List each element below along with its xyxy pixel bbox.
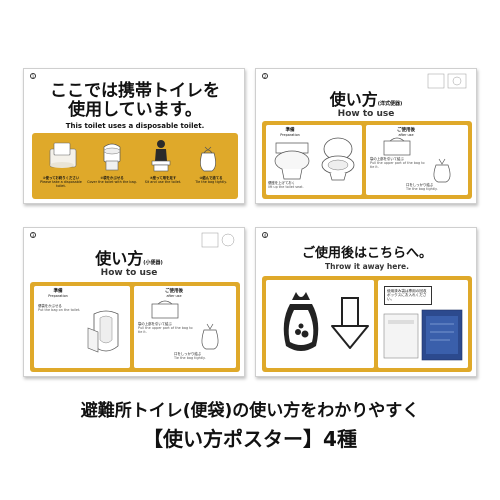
collection-box-illustration: [383, 309, 463, 361]
poster-number: 2: [262, 73, 268, 79]
bag-tie-illustration: [383, 137, 411, 156]
after-panel: [366, 125, 468, 195]
seated-person-illustration: [151, 140, 171, 172]
box-note: 使用済み袋は専用の回収ボックスにお入れください。: [384, 286, 432, 305]
toilet-bag-illustration: [103, 143, 121, 171]
poster-4: 4 ご使用後はこちらへ。 Throw it away here. 使用済み袋は専…: [255, 227, 477, 377]
arrow-down-icon: [331, 297, 369, 349]
tied-bag-illustration: [200, 146, 216, 172]
bag-tie-illustration: [151, 300, 179, 319]
poster-1: 1 ここでは携帯トイレを 使用しています。 This toilet uses a…: [23, 68, 245, 204]
after-panel: [134, 286, 236, 368]
urinal-illustration: [87, 310, 119, 353]
caption-line-2: 【使い方ポスター】4種: [143, 427, 357, 451]
poster-4-title: ご使用後はこちらへ。: [301, 246, 432, 261]
poster-number: 3: [30, 232, 36, 238]
poster-1-header: 1: [30, 73, 38, 79]
poster-2-header: 2: [262, 73, 270, 79]
western-toilet-illustration: [274, 142, 310, 180]
poster-number: 1: [30, 73, 36, 79]
poster-2-title: 使い方(洋式便器): [329, 90, 403, 109]
poster-1-subtitle: This toilet uses a disposable toilet.: [65, 122, 205, 130]
poster-1-title-line1: ここでは携帯トイレを: [50, 81, 220, 101]
product-package-icon: [427, 73, 467, 89]
toilet-roll-illustration: [49, 142, 77, 168]
poster-4-subtitle: Throw it away here.: [325, 262, 409, 271]
toilet-seat-up-illustration: [321, 137, 355, 181]
poster-3-header: 3: [30, 232, 38, 238]
poster-number: 4: [262, 232, 268, 238]
filled-bag-icon: [283, 292, 319, 351]
caption-line-1: 避難所トイレ(便袋)の使い方をわかりやすく: [80, 401, 420, 421]
poster-3-subtitle: How to use: [100, 268, 158, 278]
poster-2-subtitle: How to use: [337, 109, 395, 119]
tied-bag-illustration: [201, 323, 219, 350]
poster-4-header: 4: [262, 232, 270, 238]
product-package-icon: [201, 232, 235, 248]
tied-bag-illustration: [433, 158, 451, 183]
poster-3-title: 使い方(小便器): [95, 249, 163, 268]
poster-1-title-line2: 使用しています。: [68, 100, 202, 120]
